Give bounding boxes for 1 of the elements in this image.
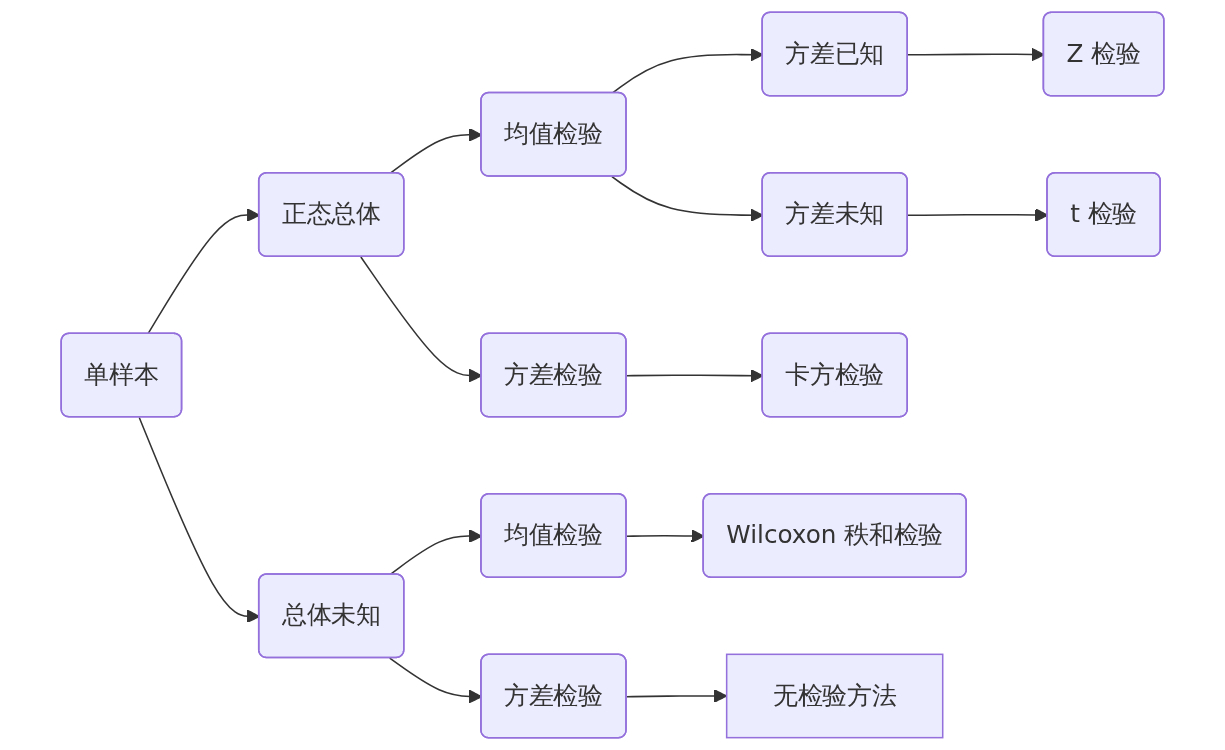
node-box: 无检验方法 [725,653,944,739]
